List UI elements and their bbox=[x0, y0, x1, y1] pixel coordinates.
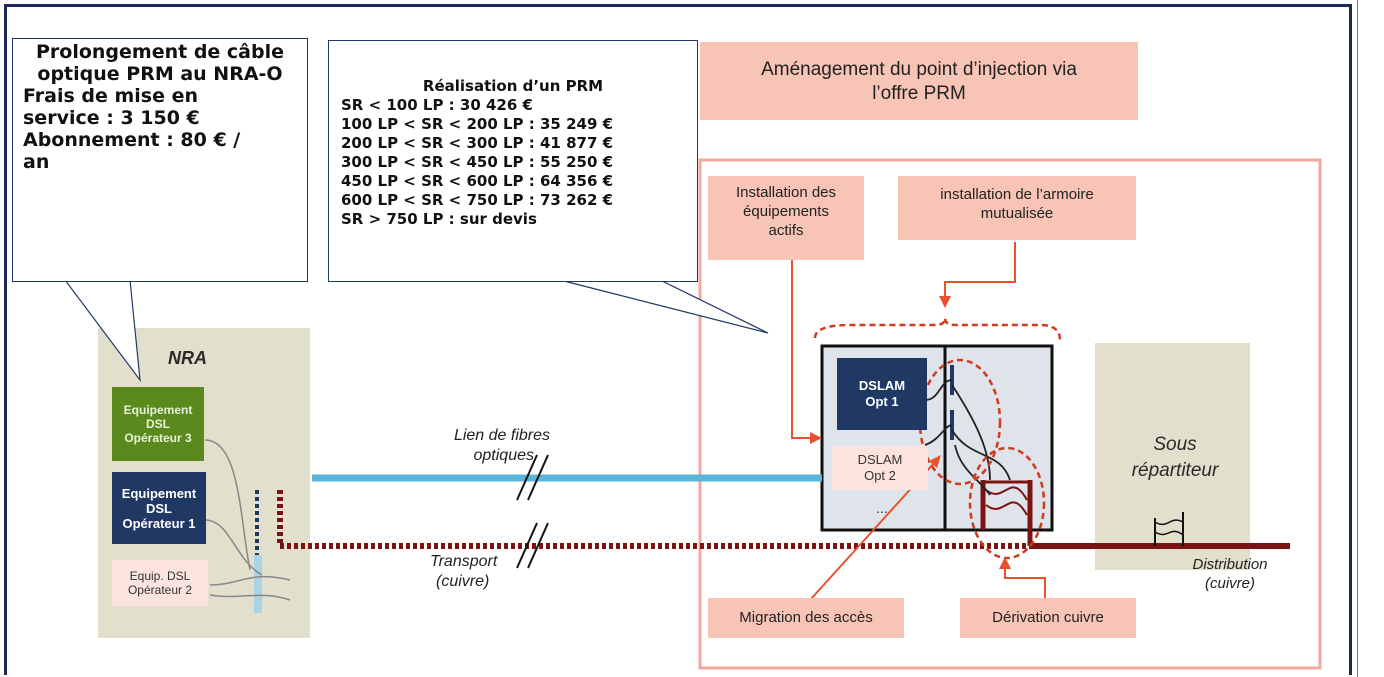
eq1-line-3: Opérateur 1 bbox=[122, 515, 196, 531]
price-line: 200 LP < SR < 300 LP : 41 877 € bbox=[341, 134, 614, 152]
price-line: 100 LP < SR < 200 LP : 35 249 € bbox=[341, 115, 614, 133]
dslam-opt-1: DSLAM Opt 1 bbox=[837, 358, 927, 430]
equipment-operator-3: Equipement DSL Opérateur 3 bbox=[112, 387, 204, 461]
label-install-cabinet-1: installation de l’armoire bbox=[940, 186, 1094, 203]
transport-label-1: Transport bbox=[430, 553, 498, 570]
eq1-line-2: DSL bbox=[146, 500, 172, 516]
label-install-active: Installation des équipements actifs bbox=[708, 176, 864, 260]
sr-wires bbox=[1154, 519, 1184, 536]
arrowhead-derivation bbox=[999, 557, 1011, 569]
label-derivation: Dérivation cuivre bbox=[960, 598, 1136, 638]
label-install-active-3: actifs bbox=[768, 222, 804, 239]
price-line: 300 LP < SR < 450 LP : 55 250 € bbox=[341, 153, 614, 171]
distribution-label-1: Distribution bbox=[1192, 556, 1268, 573]
slide-frame bbox=[4, 4, 1352, 675]
price-line: SR < 100 LP : 30 426 € bbox=[341, 96, 533, 114]
callout-middle-title: Réalisation d’un PRM bbox=[422, 77, 604, 95]
label-install-active-2: équipements bbox=[743, 203, 829, 220]
arrow-install-cabinet bbox=[944, 242, 1016, 300]
fiber-break-2 bbox=[527, 454, 549, 501]
distribution-label-2: (cuivre) bbox=[1204, 575, 1255, 592]
eq3-line-3: Opérateur 3 bbox=[124, 431, 192, 445]
callout-left-line3: Frais de mise en bbox=[23, 85, 199, 107]
callout-left-title-1: Prolongement de câble bbox=[35, 41, 285, 63]
cabinet-wires bbox=[924, 379, 1011, 496]
transport-label-2: (cuivre) bbox=[436, 573, 490, 590]
fiber-label-1: Lien de fibres bbox=[453, 427, 550, 444]
fiber-break-1 bbox=[516, 454, 538, 501]
callout-left-line4: service : 3 150 € bbox=[23, 107, 200, 129]
dslam2-line-1: DSLAM bbox=[857, 452, 903, 467]
eq1-line-1: Equipement bbox=[121, 485, 197, 501]
copper-break-2 bbox=[527, 522, 549, 569]
nra-wires bbox=[204, 439, 291, 601]
eq2-line-2: Opérateur 2 bbox=[127, 583, 193, 597]
price-line: SR > 750 LP : sur devis bbox=[341, 210, 537, 228]
arrowhead-migration bbox=[929, 455, 941, 468]
sr-label: Sous répartiteur bbox=[1110, 432, 1240, 484]
dslam2-line-2: Opt 2 bbox=[864, 468, 896, 483]
header-line-1: Aménagement du point d’injection via bbox=[761, 59, 1077, 80]
arrowhead-install-active bbox=[810, 432, 822, 444]
transport-label: Transport (cuivre) bbox=[430, 552, 497, 592]
dslam-opt-2: DSLAM Opt 2 bbox=[832, 446, 928, 490]
equipment-operator-2: Equip. DSL Opérateur 2 bbox=[112, 560, 208, 606]
callout-middle: Réalisation d’un PRM SR < 100 LP : 30 42… bbox=[328, 40, 698, 282]
fiber-label-2: optiques bbox=[473, 447, 535, 464]
nra-fiber-riser bbox=[254, 555, 262, 613]
fiber-label: Lien de fibres optiques bbox=[430, 426, 550, 466]
cabinet-ellipsis: ... bbox=[876, 500, 888, 516]
equipment-operator-1: Equipement DSL Opérateur 1 bbox=[112, 472, 206, 544]
eq3-line-2: DSL bbox=[146, 417, 170, 431]
arrow-install-active bbox=[791, 258, 815, 439]
derivation-circle bbox=[968, 446, 1046, 560]
derivation-wires bbox=[985, 486, 1028, 516]
eq2-line-1: Equip. DSL bbox=[129, 569, 191, 583]
copper-break-1 bbox=[516, 522, 538, 569]
right-edge-line bbox=[1357, 0, 1358, 677]
sr-label-2: répartiteur bbox=[1131, 460, 1219, 481]
distribution-label: Distribution (cuivre) bbox=[1180, 555, 1280, 593]
header-box: Aménagement du point d’injection via l’o… bbox=[700, 42, 1138, 120]
nra-title: NRA bbox=[168, 348, 207, 368]
sr-label-1: Sous bbox=[1153, 434, 1197, 455]
arrowhead-install-cabinet bbox=[939, 296, 951, 308]
cabinet-bracket bbox=[813, 317, 1062, 341]
dslam1-line-2: Opt 1 bbox=[865, 394, 899, 409]
price-line: 450 LP < SR < 600 LP : 64 356 € bbox=[341, 172, 614, 190]
prm-zone-outline bbox=[698, 158, 1322, 670]
label-migration: Migration des accès bbox=[708, 598, 904, 638]
label-install-cabinet: installation de l’armoire mutualisée bbox=[898, 176, 1136, 240]
callout-left-line5: Abonnement : 80 € / bbox=[23, 129, 241, 151]
arrow-derivation bbox=[1004, 565, 1046, 598]
header-line-2: l’offre PRM bbox=[872, 83, 966, 104]
label-install-cabinet-2: mutualisée bbox=[980, 205, 1054, 222]
callout-middle-pointer bbox=[559, 279, 769, 334]
price-line: 600 LP < SR < 750 LP : 73 262 € bbox=[341, 191, 614, 209]
label-install-active-1: Installation des bbox=[735, 184, 837, 201]
dslam1-line-1: DSLAM bbox=[858, 378, 906, 393]
callout-left-line6: an bbox=[23, 151, 50, 173]
callout-left-title-2: optique PRM au NRA-O bbox=[37, 63, 283, 85]
callout-left: Prolongement de câble optique PRM au NRA… bbox=[12, 38, 308, 282]
eq3-line-1: Equipement bbox=[123, 403, 193, 417]
